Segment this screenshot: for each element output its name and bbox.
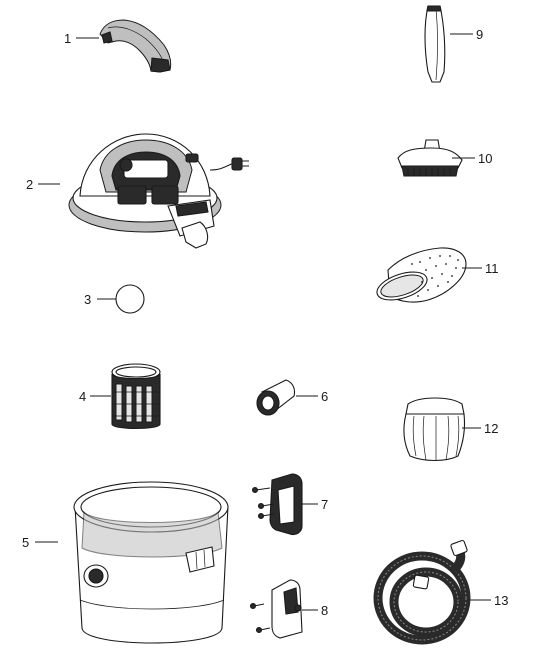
callout-7: 7 [321, 497, 328, 512]
motor-head-icon [68, 133, 249, 249]
callout-1: 1 [64, 31, 71, 46]
callout-3: 3 [84, 292, 91, 307]
carry-handle-icon [99, 19, 172, 73]
callout-2: 2 [26, 177, 33, 192]
utility-nozzle-icon [397, 139, 463, 177]
callout-12: 12 [484, 421, 498, 436]
callout-8: 8 [321, 603, 328, 618]
filter-cage-icon [111, 363, 161, 430]
foam-sleeve-icon [376, 247, 467, 303]
callout-4: 4 [79, 389, 86, 404]
tank-drum-icon [73, 481, 229, 644]
callout-11: 11 [485, 261, 499, 276]
filter-bag-icon [403, 397, 466, 462]
accessory-holder-icon [251, 473, 303, 536]
coiled-hose-icon [373, 539, 471, 645]
crevice-tool-icon [424, 5, 446, 83]
callout-9: 9 [476, 27, 483, 42]
callout-5: 5 [22, 535, 29, 550]
callout-13: 13 [494, 593, 508, 608]
hose-adapter-icon [256, 379, 296, 416]
float-ball-icon [115, 284, 145, 314]
callout-10: 10 [478, 151, 492, 166]
hose-clip-icon [249, 579, 303, 639]
callout-6: 6 [321, 389, 328, 404]
